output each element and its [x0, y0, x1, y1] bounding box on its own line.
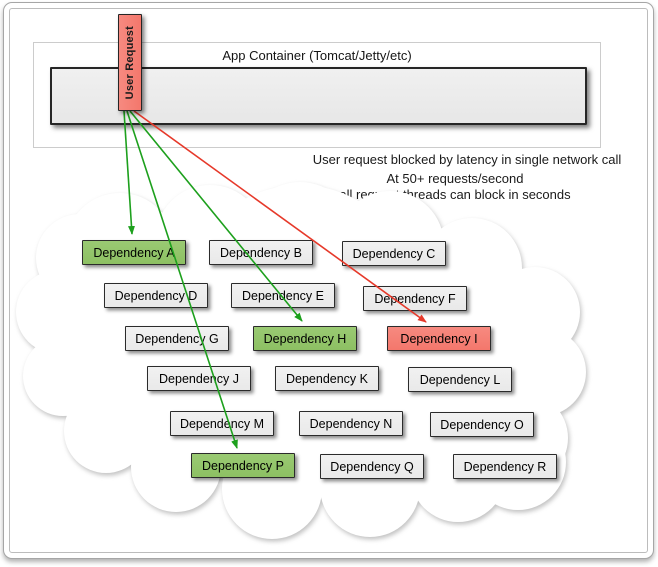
user-request-box: User Request	[118, 14, 142, 111]
latency-note: User request blocked by latency in singl…	[312, 152, 622, 167]
dependency-box-k: Dependency K	[275, 366, 379, 391]
dependency-box-a: Dependency A	[82, 240, 186, 265]
dependency-box-i: Dependency I	[387, 326, 491, 351]
dependency-box-f: Dependency F	[363, 286, 467, 311]
dependency-box-l: Dependency L	[408, 367, 512, 392]
dependency-box-h: Dependency H	[253, 326, 357, 351]
rate-note: At 50+ requests/second all request threa…	[280, 171, 630, 203]
dependency-box-c: Dependency C	[342, 241, 446, 266]
dependency-box-r: Dependency R	[453, 454, 557, 479]
dependency-box-m: Dependency M	[170, 411, 274, 436]
dependency-box-o: Dependency O	[430, 412, 534, 437]
dependency-box-e: Dependency E	[231, 283, 335, 308]
rate-note-line1: At 50+ requests/second	[386, 171, 524, 186]
app-container-title: App Container (Tomcat/Jetty/etc)	[222, 48, 412, 63]
rate-note-line2: all request threads can block in seconds	[339, 187, 571, 202]
dependency-box-g: Dependency G	[125, 326, 229, 351]
inner-frame	[9, 8, 648, 553]
dependency-box-b: Dependency B	[209, 240, 313, 265]
dependency-box-q: Dependency Q	[320, 454, 424, 479]
dependency-box-p: Dependency P	[191, 453, 295, 478]
dependency-box-d: Dependency D	[104, 283, 208, 308]
dependency-box-j: Dependency J	[147, 366, 251, 391]
user-request-label: User Request	[124, 25, 136, 100]
dependency-box-n: Dependency N	[299, 411, 403, 436]
